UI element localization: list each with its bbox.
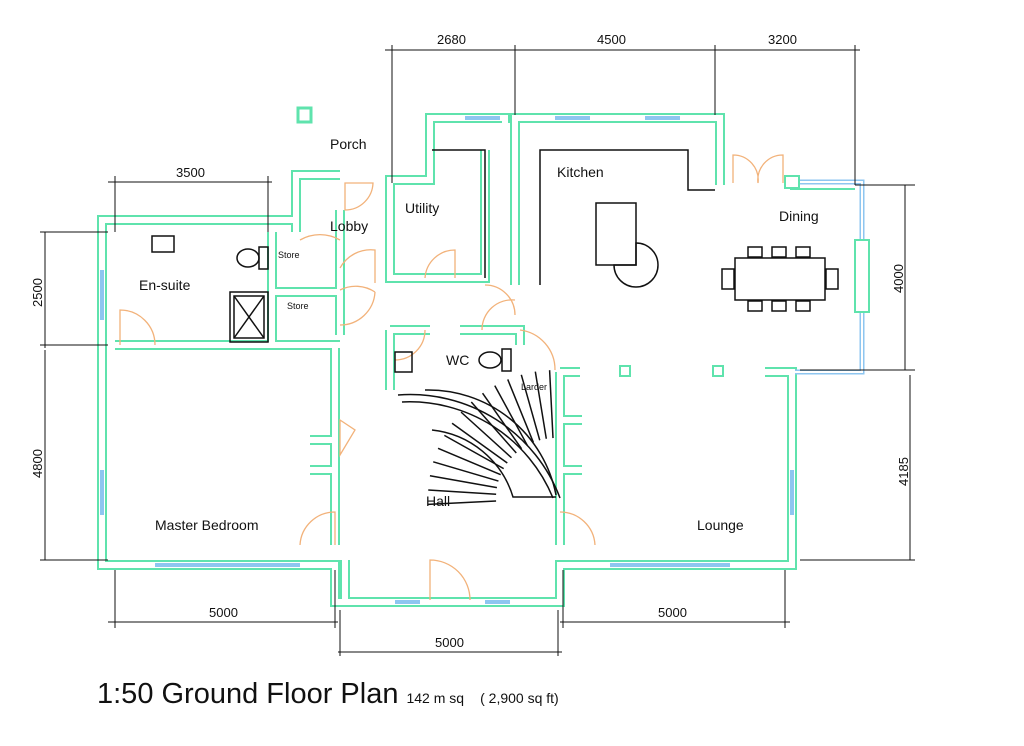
- area-metric: 142 m sq: [406, 690, 465, 706]
- dim-3500: 3500: [176, 165, 205, 180]
- stair-tread: [460, 411, 513, 459]
- stair-tread: [507, 379, 535, 443]
- fixtures: [151, 149, 839, 506]
- toilet: [236, 246, 269, 270]
- staircase: [397, 370, 561, 506]
- stair-tread: [451, 422, 508, 464]
- dim-4000: 4000: [891, 264, 906, 293]
- dim-5000-hall: 5000: [435, 635, 464, 650]
- dim-4500: 4500: [597, 32, 626, 47]
- room-kitchen: Kitchen: [557, 164, 604, 180]
- basin: [151, 235, 175, 253]
- wc-basin: [394, 351, 413, 373]
- wc-toilet: [478, 348, 512, 372]
- stair-tread: [429, 475, 498, 489]
- room-lobby: Lobby: [330, 218, 368, 234]
- room-wc: WC: [446, 352, 469, 368]
- dining-post: [784, 175, 800, 189]
- doors: [119, 154, 784, 601]
- dim-5000-right: 5000: [658, 605, 687, 620]
- dim-2680: 2680: [437, 32, 466, 47]
- room-master-bedroom: Master Bedroom: [155, 517, 258, 533]
- stair-tread: [443, 434, 505, 470]
- dim-3200: 3200: [768, 32, 797, 47]
- lounge-pillar: [619, 365, 631, 377]
- stair-tread: [428, 489, 497, 496]
- dim-4185: 4185: [896, 457, 911, 486]
- stair-tread: [437, 447, 501, 476]
- room-lounge: Lounge: [697, 517, 744, 533]
- stair-tread: [470, 401, 517, 454]
- stair-tread: [548, 370, 554, 439]
- plan-title-text: 1:50 Ground Floor Plan: [97, 678, 399, 710]
- dimension-lines: [40, 45, 915, 656]
- porch-post: [296, 106, 313, 124]
- stair-tread: [520, 374, 541, 441]
- stair-tread: [428, 500, 497, 506]
- plan-title: 1:50 Ground Floor Plan 142 m sq ( 2,900 s…: [97, 678, 559, 711]
- dining-table: [721, 246, 839, 312]
- area-imperial: ( 2,900 sq ft): [480, 690, 559, 706]
- shower: [229, 291, 269, 343]
- room-ensuite: En-suite: [139, 277, 191, 293]
- island-seat: [613, 242, 659, 288]
- lounge-pillar: [712, 365, 724, 377]
- room-store-2: Store: [287, 301, 309, 311]
- windows: [100, 116, 870, 604]
- stair-tread: [433, 461, 499, 482]
- room-larder: Larder: [521, 382, 547, 392]
- room-porch: Porch: [330, 136, 367, 152]
- room-dining: Dining: [779, 208, 819, 224]
- dim-2500: 2500: [30, 278, 45, 307]
- stair-tread: [481, 392, 523, 450]
- stair-tread: [534, 371, 548, 439]
- dim-5000-left: 5000: [209, 605, 238, 620]
- kitchen-island: [595, 202, 637, 266]
- room-store-1: Store: [278, 250, 300, 260]
- stair-tread: [494, 385, 528, 446]
- room-hall: Hall: [426, 493, 450, 509]
- dim-4800: 4800: [30, 449, 45, 478]
- room-utility: Utility: [405, 200, 439, 216]
